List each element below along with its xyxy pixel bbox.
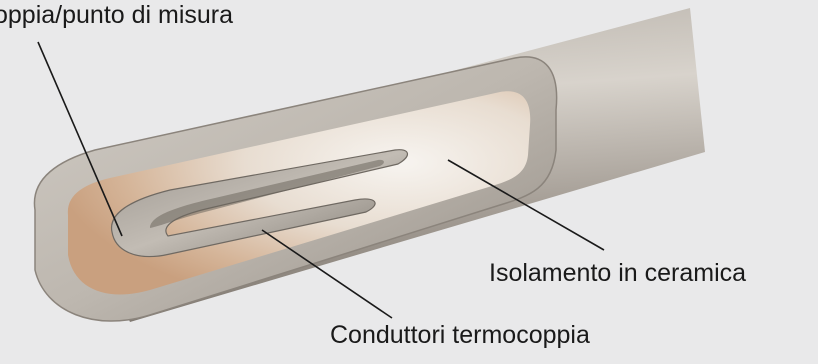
measuring-point-label: oppia/punto di misura: [0, 0, 233, 30]
ceramic-insulation-label: Isolamento in ceramica: [489, 258, 746, 288]
thermocouple-wires-label: Conduttori termocoppia: [330, 320, 590, 350]
